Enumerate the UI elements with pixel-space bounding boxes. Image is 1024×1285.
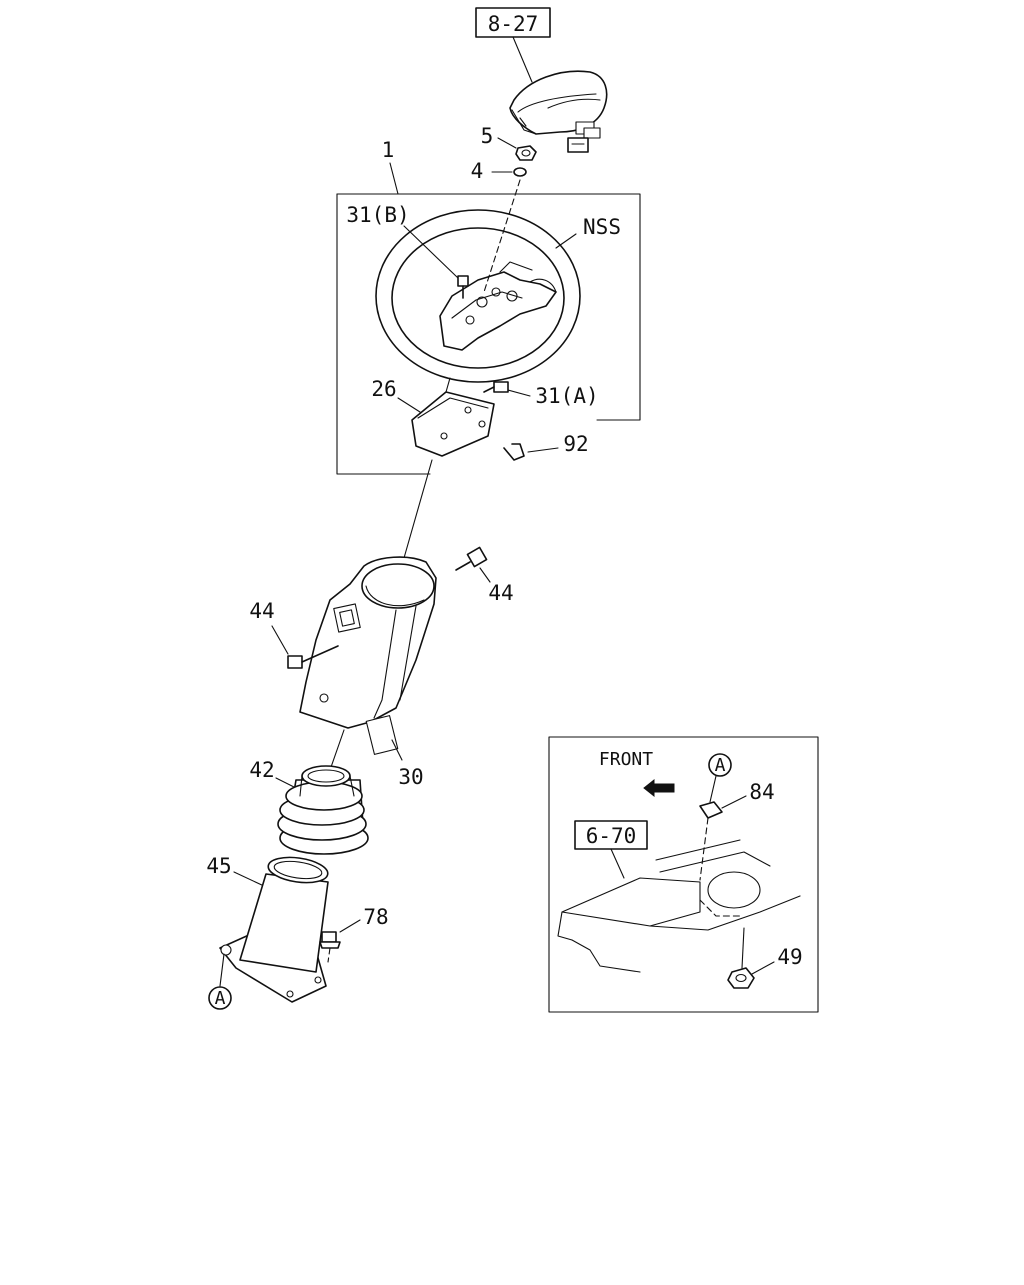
part-78-screw: 78	[319, 905, 389, 963]
part-42-bellows-boot: 42	[249, 758, 369, 855]
part-5-nut: 5	[481, 124, 537, 161]
callout-45: 45	[206, 854, 231, 878]
marker-a-main-label: A	[215, 988, 226, 1009]
callout-31b: 31(B)	[346, 203, 409, 227]
callout-42: 42	[249, 758, 274, 782]
inset-detail-box: FRONT A 84 6-70 49	[548, 736, 819, 1013]
callout-31a: 31(A)	[535, 384, 598, 408]
callout-78: 78	[363, 905, 388, 929]
front-arrow-icon	[643, 778, 675, 798]
callout-26: 26	[371, 377, 396, 401]
marker-a-inset-label: A	[715, 755, 726, 776]
part-1-bracket-frame	[336, 193, 641, 475]
part-31a-screw: 31(A)	[483, 381, 599, 408]
callout-1: 1	[382, 138, 395, 162]
part-44-screw-right: 44	[455, 546, 514, 605]
part-30-column-cover	[299, 556, 437, 755]
part-44-screw-left: 44	[249, 599, 339, 669]
callout-nss: NSS	[583, 215, 621, 239]
ref-box-8-27: 8-27	[475, 7, 551, 83]
ref-label-6-70: 6-70	[586, 824, 637, 848]
part-26-plate: 26	[371, 377, 495, 457]
callout-30: 30	[398, 765, 423, 789]
callout-4: 4	[471, 159, 484, 183]
steering-wheel	[375, 209, 581, 383]
callout-44-left: 44	[249, 599, 274, 623]
ref-label-8-27: 8-27	[488, 12, 539, 36]
callout-49: 49	[777, 945, 802, 969]
front-label: FRONT	[599, 749, 653, 770]
horn-pad-cover	[509, 70, 608, 153]
part-45-floor-duct: 45	[206, 854, 329, 1003]
marker-a-main: A	[208, 953, 232, 1010]
part-4-washer: 4	[471, 159, 527, 183]
callout-44-right: 44	[488, 581, 513, 605]
callout-5: 5	[481, 124, 494, 148]
callout-84: 84	[749, 780, 774, 804]
part-92-clip: 92	[503, 432, 589, 461]
callout-92: 92	[563, 432, 588, 456]
part-31b-bolt: 31(B)	[346, 203, 469, 299]
